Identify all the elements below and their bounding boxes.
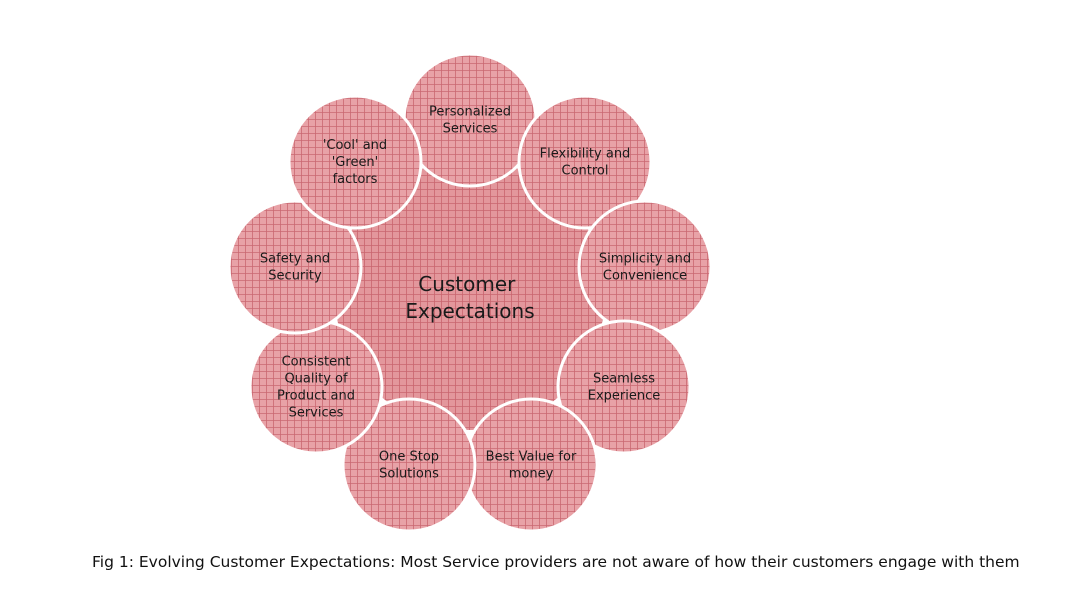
node-label-line: Services [443, 122, 498, 137]
node-label-line: 'Green' [332, 155, 379, 170]
node-label-line: factors [333, 172, 378, 187]
node-label-line: Flexibility and [540, 147, 631, 162]
node-label-line: 'Cool' and [323, 138, 387, 153]
node-label-line: money [509, 467, 554, 482]
node-circle-cool-and-green-factors [287, 94, 423, 230]
node-circle-safety-and-security [227, 199, 363, 335]
node-label-cool-and-green-factors: 'Cool' and 'Green' factors [323, 138, 387, 187]
node-label-line: Simplicity and [599, 252, 691, 267]
center-label-line: Customer [418, 272, 516, 296]
node-label-line: Personalized [429, 105, 511, 120]
center-node [335, 160, 605, 430]
node-label-line: Services [289, 406, 344, 421]
node-label-line: Best Value for [486, 450, 577, 465]
center-circle [335, 160, 605, 430]
center-label-line: Expectations [405, 299, 534, 323]
node-label-best-value-for-money: Best Value for money [486, 450, 577, 482]
node-circle-consistent-quality [248, 319, 384, 455]
node-circle-personalized-services [402, 52, 538, 188]
node-label-line: Convenience [603, 269, 687, 284]
node-label-line: Safety and [260, 252, 330, 267]
node-label-line: Control [562, 164, 609, 179]
node-circle-flexibility-and-control [517, 94, 653, 230]
figure-caption: Fig 1: Evolving Customer Expectations: M… [92, 553, 1020, 571]
node-label-line: Seamless [593, 372, 655, 387]
node-circle-best-value-for-money [463, 397, 599, 533]
node-label-line: Security [268, 269, 322, 284]
node-circle-simplicity-and-convenience [577, 199, 713, 335]
center-label: Customer Expectations [405, 272, 534, 323]
outer-nodes [227, 52, 713, 533]
node-label-line: Solutions [379, 467, 439, 482]
node-label-line: Experience [588, 389, 661, 404]
node-circle-one-stop-solutions [341, 397, 477, 533]
node-circle-seamless-experience [556, 319, 692, 455]
node-label-line: Quality of [284, 372, 348, 387]
node-label-line: Product and [277, 389, 355, 404]
node-label-line: Consistent [282, 355, 351, 370]
node-label-line: One Stop [379, 450, 439, 465]
